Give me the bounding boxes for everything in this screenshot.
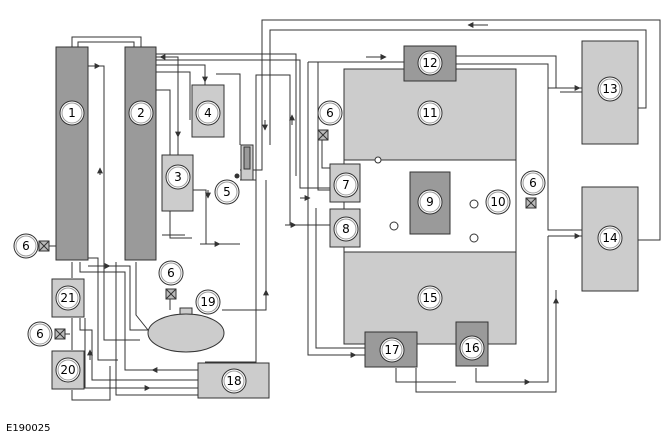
label-text-c6d: 6 [326, 106, 334, 120]
label-text-c20: 20 [60, 363, 75, 377]
label-text-c1: 1 [68, 106, 76, 120]
label-c3: 3 [165, 164, 191, 190]
label-c4: 4 [195, 100, 221, 126]
label-c2: 2 [128, 100, 154, 126]
label-c9: 9 [417, 189, 443, 215]
label-text-c19: 19 [200, 295, 215, 309]
label-text-c8: 8 [342, 222, 350, 236]
label-text-c3: 3 [174, 170, 182, 184]
label-c21: 21 [55, 285, 81, 311]
label-text-c12: 12 [422, 56, 437, 70]
label-text-c17: 17 [384, 343, 399, 357]
figure-reference-code: E190025 [6, 423, 51, 434]
component-1 [55, 46, 89, 261]
sensor-10 [469, 199, 479, 209]
label-text-c13: 13 [602, 82, 617, 96]
label-c11: 11 [417, 100, 443, 126]
label-text-c21: 21 [60, 291, 75, 305]
label-c17: 17 [379, 337, 405, 363]
label-c12: 12 [417, 50, 443, 76]
label-c7: 7 [333, 172, 359, 198]
label-text-c6a: 6 [22, 239, 30, 253]
component-19 [147, 307, 225, 353]
sensor-8 [389, 221, 399, 231]
label-c8: 8 [333, 216, 359, 242]
label-c10: 10 [485, 189, 511, 215]
label-c19: 19 [195, 289, 221, 315]
label-text-c9: 9 [426, 195, 434, 209]
label-c14: 14 [597, 225, 623, 251]
label-c20: 20 [55, 357, 81, 383]
component-2 [124, 46, 157, 261]
label-text-c7: 7 [342, 178, 350, 192]
label-text-c5: 5 [223, 185, 231, 199]
label-c5: 5 [214, 179, 240, 205]
label-text-c2: 2 [137, 106, 145, 120]
label-text-c15: 15 [422, 291, 437, 305]
component-14 [581, 186, 639, 292]
label-text-c11: 11 [422, 106, 437, 120]
label-text-c14: 14 [602, 231, 617, 245]
label-text-c6e: 6 [529, 176, 537, 190]
label-text-c10: 10 [490, 195, 505, 209]
label-c18: 18 [221, 368, 247, 394]
label-c15: 15 [417, 285, 443, 311]
label-text-c4: 4 [204, 106, 212, 120]
label-c1: 1 [59, 100, 85, 126]
label-text-c18: 18 [226, 374, 241, 388]
sensor-7 [374, 156, 382, 164]
label-text-c6b: 6 [36, 327, 44, 341]
label-c16: 16 [459, 335, 485, 361]
label-c6c: 6 [158, 260, 184, 286]
component-5 [234, 144, 254, 181]
label-c6e: 6 [520, 170, 546, 196]
label-c6d: 6 [317, 100, 343, 126]
label-c13: 13 [597, 76, 623, 102]
label-c6b: 6 [27, 321, 53, 347]
label-text-c6c: 6 [167, 266, 175, 280]
label-c6a: 6 [13, 233, 39, 259]
label-text-c16: 16 [464, 341, 479, 355]
sensor-16 [469, 233, 479, 243]
bleed-valve-6 [38, 129, 537, 340]
